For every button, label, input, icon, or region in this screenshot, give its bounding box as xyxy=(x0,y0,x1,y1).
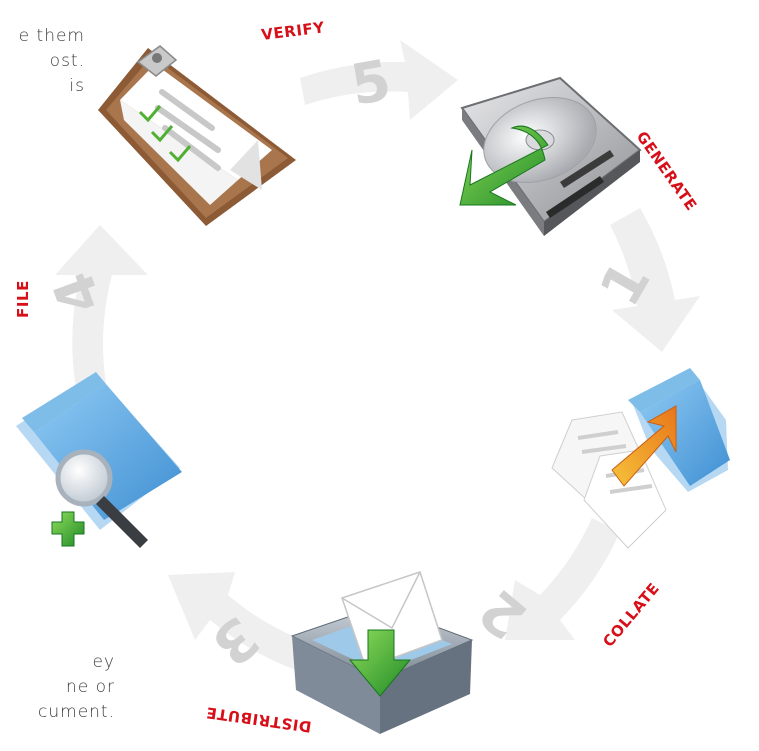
step-label-distribute: DISTRIBUTE xyxy=(205,703,313,736)
intro-text-line: is xyxy=(69,76,85,96)
cycle-arrow-2 xyxy=(505,518,620,640)
cycle-arrows xyxy=(55,40,700,678)
cycle-arrow-4 xyxy=(55,225,148,400)
inbox-envelope-icon xyxy=(290,571,474,734)
folder-documents-icon xyxy=(551,368,730,549)
cycle-arrow-3 xyxy=(168,572,325,678)
clipboard-checklist-icon xyxy=(98,45,296,226)
outro-text-line: ey xyxy=(92,652,115,672)
folder-search-icon xyxy=(16,372,182,548)
step-label-file: FILE xyxy=(14,280,32,318)
cycle-arrow-5 xyxy=(300,40,458,120)
step-label-collate: COLLATE xyxy=(599,579,663,650)
outro-text-line: ne or xyxy=(65,677,115,697)
intro-text: e them ost. is xyxy=(19,24,85,99)
outro-text-line: cument. xyxy=(38,702,115,722)
intro-text-line: e them xyxy=(18,26,85,46)
intro-text-line: ost. xyxy=(49,51,85,71)
cycle-arrow-1 xyxy=(610,208,700,352)
outro-text: ey ne or cument. xyxy=(38,650,115,725)
step-label-verify: VERIFY xyxy=(260,18,326,44)
hard-drive-icon xyxy=(459,76,642,236)
step-number-5: 5 xyxy=(346,48,396,119)
step-label-generate: GENERATE xyxy=(633,128,701,214)
